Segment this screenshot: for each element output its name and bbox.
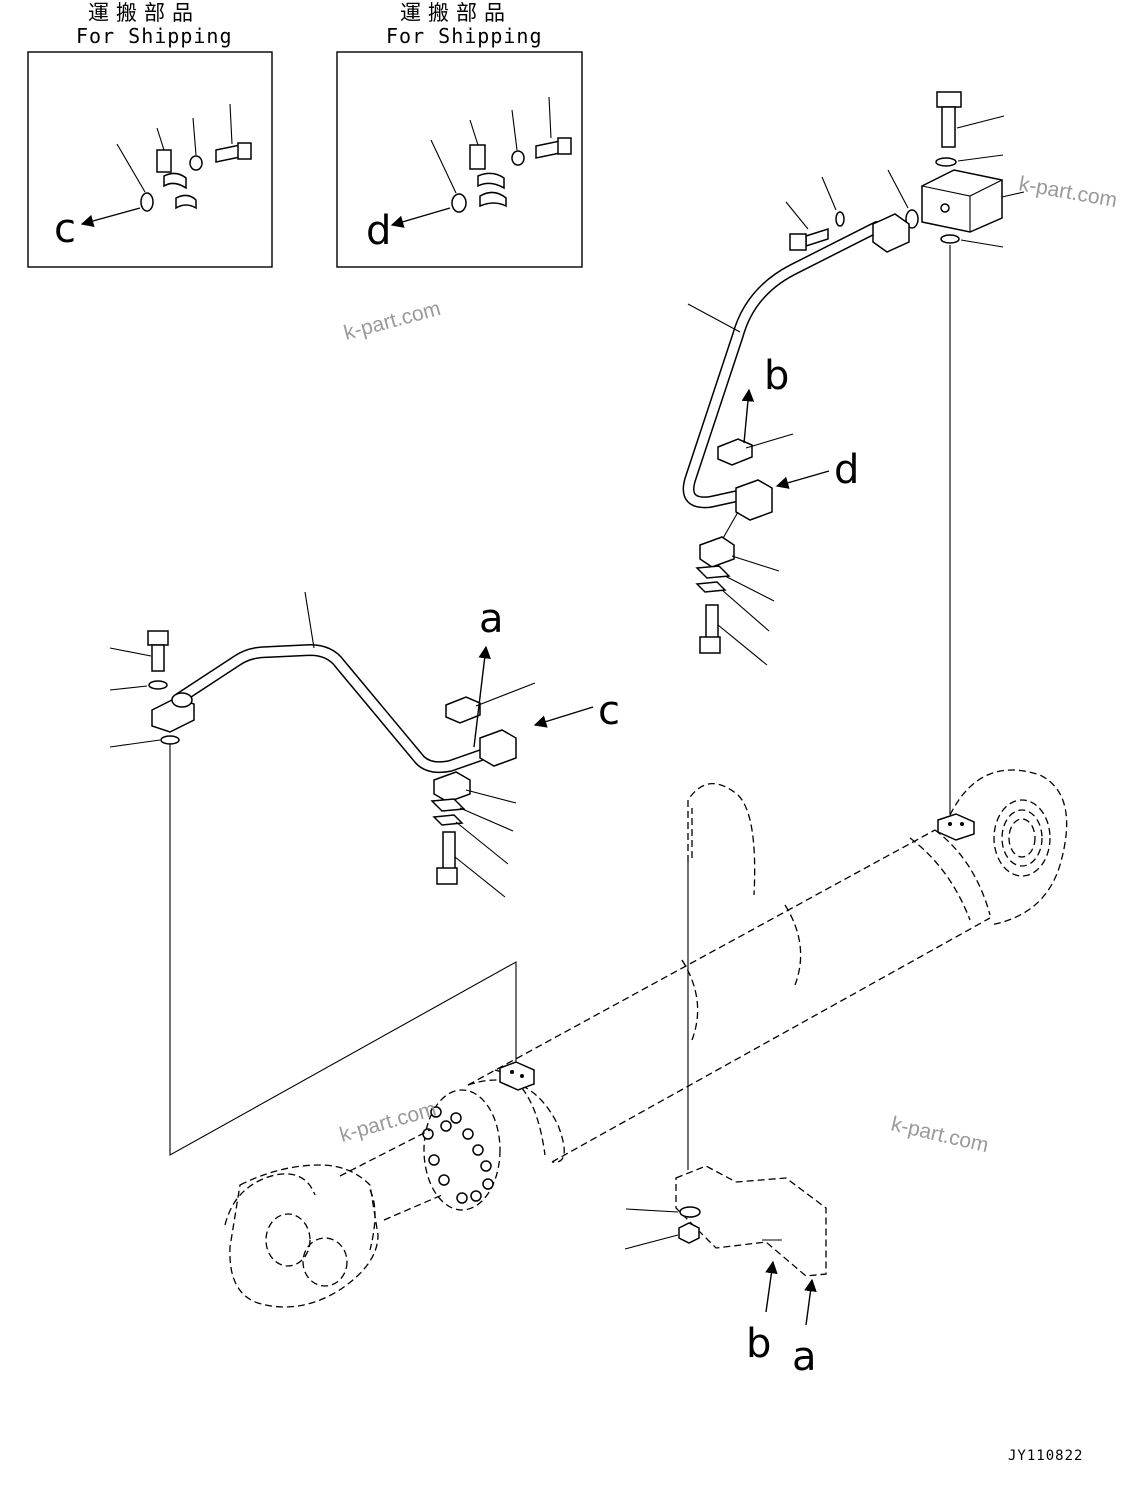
arrow-b (765, 1260, 778, 1313)
shipping-title-en: For Shipping (76, 24, 233, 48)
gland-bolt-ring (422, 1106, 494, 1204)
arrow-c (533, 706, 594, 728)
washer-part (109, 680, 168, 691)
half-clamp-part (445, 682, 536, 724)
ref-c: c (54, 206, 76, 252)
shim-part (432, 814, 509, 865)
shim-part (695, 581, 770, 632)
bolt-part (109, 630, 169, 672)
hydraulic-cylinder: b a (224, 769, 1068, 1380)
washer-part (625, 1206, 701, 1218)
washer-part (511, 109, 525, 166)
ref-b: b (764, 353, 789, 399)
bolt-part (936, 91, 1005, 148)
shipping-frame (336, 51, 583, 268)
bolt-part (535, 96, 572, 159)
ref-b: b (746, 1321, 771, 1367)
watermark: k-part.com (1017, 172, 1119, 212)
split-flange-part (469, 119, 507, 208)
washer-part (189, 117, 203, 171)
lower-pipe-assembly: a c (109, 591, 620, 898)
shipping-title-en: For Shipping (386, 24, 543, 48)
o-ring-part (430, 139, 467, 213)
bolt-part (699, 604, 768, 666)
arrow-d (390, 207, 451, 228)
plate-part (430, 798, 514, 832)
bolt-part (436, 831, 506, 898)
ref-a: a (792, 1334, 817, 1380)
half-clamp-part (699, 536, 780, 572)
connection-lines (169, 245, 951, 1170)
upper-pipe-assembly: b d (682, 91, 1025, 666)
shipping-frame (27, 51, 273, 268)
elbow-flange-part (151, 692, 195, 733)
ref-d: d (366, 208, 391, 254)
plate-part (695, 565, 775, 602)
arrow-c (80, 207, 141, 228)
washer-part (821, 176, 845, 227)
shipping-title-jp: 運搬部品 (88, 1, 200, 25)
nut-part (624, 1222, 700, 1250)
watermark: k-part.com (337, 1097, 439, 1146)
ref-d: d (834, 447, 859, 493)
ref-c: c (598, 688, 620, 734)
bolt-part (785, 201, 829, 251)
pipe-flange-part (687, 213, 910, 333)
shipping-box-right: 運搬部品 For Shipping d (336, 1, 583, 268)
bolt-part (215, 103, 252, 163)
o-ring-part (940, 234, 1004, 248)
pipe-flange-end (735, 479, 773, 521)
half-clamp-part (717, 433, 794, 466)
arrow-a (804, 1278, 817, 1326)
watermark: k-part.com (341, 297, 443, 345)
watermark: k-part.com (889, 1112, 991, 1157)
half-clamp-part (433, 771, 517, 804)
shipping-title-jp: 運搬部品 (400, 1, 512, 25)
ref-a: a (479, 596, 504, 642)
pipe-bracket-part (675, 1165, 827, 1277)
block-fitting-part (921, 169, 1025, 233)
pipe-flange-end (479, 729, 517, 767)
drawing-code: JY110822 (1008, 1448, 1083, 1464)
shipping-box-left: 運搬部品 For Shipping c (27, 1, 273, 268)
o-ring-part (109, 735, 180, 748)
arrow-a (473, 645, 491, 748)
split-flange-part (156, 127, 197, 210)
washer-part (935, 154, 1004, 167)
o-ring-part (116, 143, 154, 212)
arrow-d (775, 470, 830, 489)
arrow-b (741, 388, 755, 444)
